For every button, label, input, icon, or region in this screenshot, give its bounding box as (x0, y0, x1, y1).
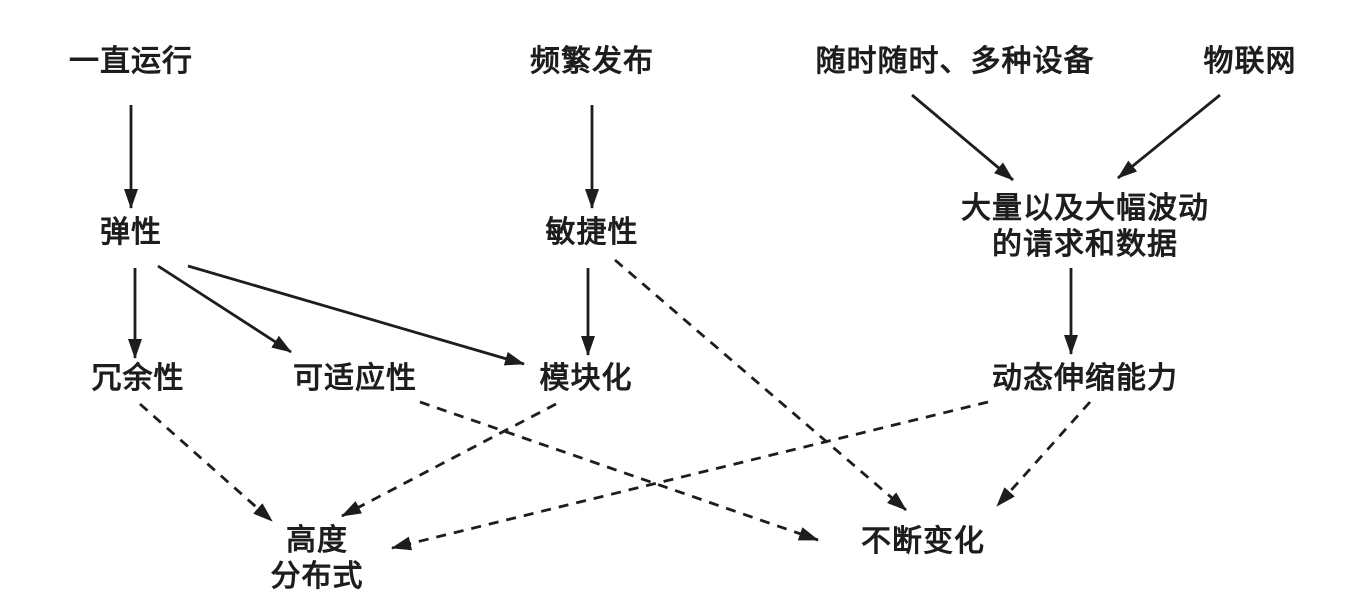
edge-anytime-multi-device-to-massive-fluctuating-requests (911, 93, 1014, 182)
node-massive-fluctuating-requests: 大量以及大幅波动 的请求和数据 (961, 192, 1209, 261)
edge-adaptability-to-ever-changing (419, 400, 819, 542)
edge-lines (124, 93, 1221, 551)
edge-elasticity-to-modularity (187, 264, 525, 366)
node-anytime-multi-device: 随时随时、多种设备 (815, 45, 1095, 78)
edge-modularity-to-highly-distributed (341, 402, 557, 518)
node-highly-distributed: 高度 分布式 (270, 524, 364, 593)
node-dynamic-scaling: 动态伸缩能力 (992, 362, 1178, 395)
edge-dynamic-scaling-to-highly-distributed (391, 400, 989, 551)
node-always-running: 一直运行 (69, 45, 193, 78)
edge-iot-to-massive-fluctuating-requests (1117, 93, 1221, 180)
node-iot: 物联网 (1203, 45, 1297, 78)
node-adaptability: 可适应性 (293, 362, 417, 395)
edge-agility-to-ever-changing (614, 258, 907, 512)
node-redundancy: 冗余性 (91, 362, 185, 395)
edge-elasticity-to-adaptability (157, 264, 292, 354)
node-modularity: 模块化 (539, 362, 633, 395)
node-elasticity: 弹性 (100, 216, 162, 249)
edge-dynamic-scaling-to-ever-changing (995, 401, 1092, 507)
node-agility: 敏捷性 (545, 216, 639, 249)
node-ever-changing: 不断变化 (861, 525, 985, 558)
node-frequent-release: 频繁发布 (530, 45, 654, 78)
edge-redundancy-to-highly-distributed (139, 402, 273, 523)
